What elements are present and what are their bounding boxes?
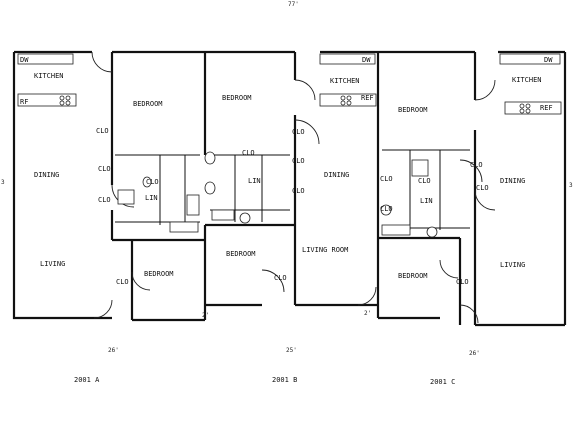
unit-c-labels: BEDROOM CLO LIN CLO CLO CLO CLO BEDROOM … — [380, 56, 553, 286]
room-bedroom-c2: BEDROOM — [398, 272, 428, 280]
unit-b-labels: CLO LIN BEDROOM CLO DW KITCHEN REF CLO C… — [226, 56, 374, 282]
closet-c1: CLO — [418, 177, 431, 185]
dim-unit-c: 26' — [469, 350, 480, 357]
room-bedroom-a3: BEDROOM — [144, 270, 174, 278]
dim-unit-a: 26' — [108, 347, 119, 354]
fixtures — [17, 53, 562, 238]
fixture-ref-c: REF — [540, 104, 553, 112]
closet-b2: CLO — [274, 274, 287, 282]
fixture-ref-b: REF — [361, 94, 374, 102]
room-bedroom-a2: BEDROOM — [222, 94, 252, 102]
room-living-b: LIVING ROOM — [302, 246, 348, 254]
unit-label-c: 2001 C — [430, 378, 455, 386]
closet-c2: CLO — [380, 175, 393, 183]
dim-gap-bc: 2' — [364, 310, 371, 317]
door-swings — [91, 51, 496, 324]
room-bedroom-a1: BEDROOM — [133, 100, 163, 108]
unit-label-a: 2001 A — [74, 376, 100, 384]
closet-a4: CLO — [146, 178, 159, 186]
room-kitchen-b: KITCHEN — [330, 77, 360, 85]
room-bedroom-b: BEDROOM — [226, 250, 256, 258]
fixture-dw-b: DW — [362, 56, 371, 64]
closet-a3: CLO — [98, 196, 111, 204]
unit-c-walls — [378, 50, 567, 327]
closet-a2: CLO — [98, 165, 111, 173]
room-dining-c: DINING — [500, 177, 525, 185]
fixture-dw-a: DW — [20, 56, 29, 64]
dim-top: 77' — [288, 1, 299, 8]
closet-b1: CLO — [242, 149, 255, 157]
closet-a5: CLO — [116, 278, 129, 286]
unit-b-walls — [205, 50, 380, 318]
room-kitchen-c: KITCHEN — [512, 76, 542, 84]
room-kitchen-a: KITCHEN — [34, 72, 64, 80]
unit-label-b: 2001 B — [272, 376, 297, 384]
dim-gap-ab: 2' — [202, 312, 209, 319]
dim-unit-b: 25' — [286, 347, 297, 354]
unit-names: 2001 A 2001 B 2001 C — [74, 376, 455, 386]
closet-a1: CLO — [96, 127, 109, 135]
room-living-c: LIVING — [500, 261, 525, 269]
room-dining-b: DINING — [324, 171, 349, 179]
linen-a: LIN — [145, 194, 158, 202]
closet-c6: CLO — [456, 278, 469, 286]
fixture-rf-a: RF — [20, 98, 28, 106]
dimension-labels: 77' 3 3 2' 2' 26' 25' 26' — [1, 1, 573, 357]
closet-c5: CLO — [476, 184, 489, 192]
linen-c: LIN — [420, 197, 433, 205]
dim-right: 3 — [569, 182, 573, 189]
dim-left: 3 — [1, 179, 5, 186]
closet-b4: CLO — [292, 157, 305, 165]
unit-a-labels: DW KITCHEN RF DINING LIVING BEDROOM BEDR… — [20, 56, 252, 286]
room-bedroom-c1: BEDROOM — [398, 106, 428, 114]
room-living-a: LIVING — [40, 260, 65, 268]
closet-b3: CLO — [292, 128, 305, 136]
closet-b5: CLO — [292, 187, 305, 195]
room-dining-a: DINING — [34, 171, 59, 179]
closet-c4: CLO — [470, 161, 483, 169]
fixture-dw-c: DW — [544, 56, 553, 64]
linen-b: LIN — [248, 177, 261, 185]
closet-c3: CLO — [380, 205, 393, 213]
unit-a-walls — [12, 50, 297, 322]
